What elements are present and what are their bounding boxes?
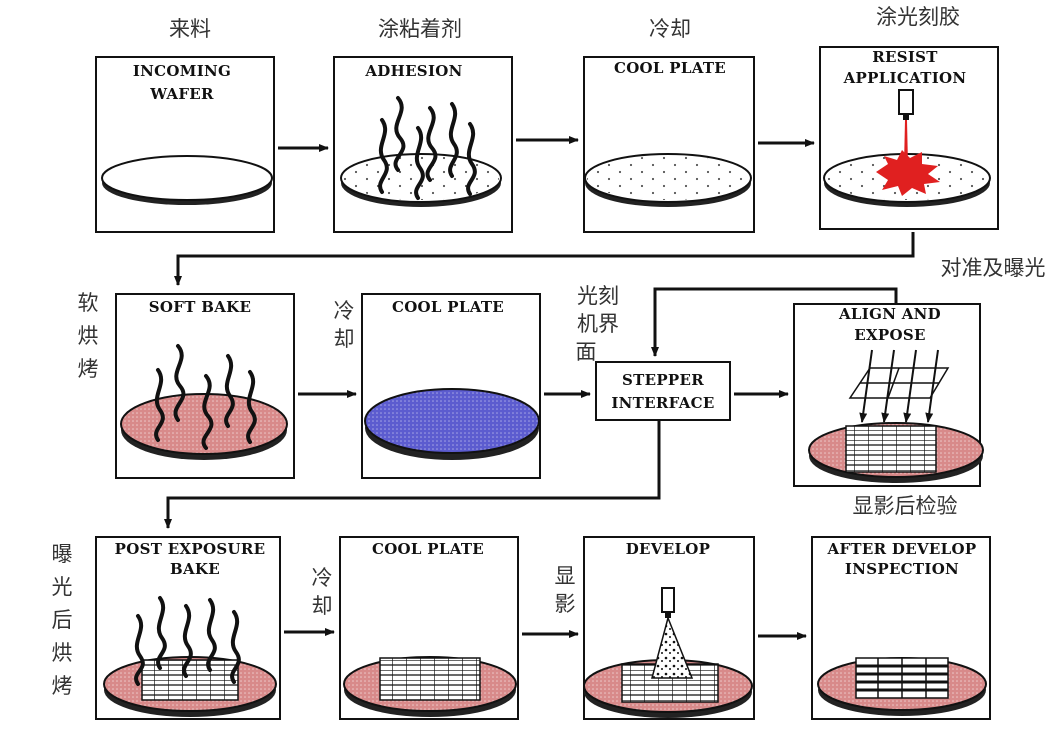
label-develop-cn-2: 影 [555, 592, 576, 616]
vapor-icon [134, 596, 241, 686]
step-adhesion: ADHESION [333, 56, 513, 233]
exposed-pattern [141, 659, 239, 701]
label-resist-cn: 涂光刻胶 [876, 5, 960, 29]
cool2-title: COOL PLATE [392, 298, 504, 316]
label-stepper-cn-3: 面 [576, 340, 597, 364]
inspect-title-line1: AFTER DEVELOP [827, 540, 977, 558]
step-resist-application: RESIST APPLICATION [819, 46, 999, 230]
exposed-pattern [379, 657, 481, 701]
label-softbake-cn-3: 烤 [78, 357, 99, 381]
peb-title-line2: BAKE [170, 560, 220, 578]
incoming-title-line2: WAFER [149, 85, 214, 103]
step-after-develop-inspection: AFTER DEVELOP INSPECTION [811, 536, 991, 720]
label-peb-cn-5: 烤 [52, 674, 73, 698]
connector-row1-row2 [174, 232, 915, 286]
inspect-title-line2: INSPECTION [845, 560, 959, 578]
cool3-title: COOL PLATE [372, 540, 484, 558]
cool1-title: COOL PLATE [614, 59, 726, 77]
step-cool-plate-1: COOL PLATE [583, 56, 755, 233]
label-inspect-cn: 显影后检验 [853, 494, 958, 518]
label-align-cn: 对准及曝光 [941, 256, 1046, 280]
resist-title-line1: RESIST [872, 48, 938, 66]
vapor-icon [378, 96, 477, 200]
step-align-expose: ALIGN AND EXPOSE [793, 303, 984, 487]
adhesion-title: ADHESION [364, 62, 462, 80]
align-title-line2: EXPOSE [854, 326, 925, 344]
inspected-pattern [855, 657, 949, 699]
dispense-nozzle-icon [898, 89, 914, 165]
label-cool-row2-1: 冷 [334, 299, 355, 323]
label-peb-cn-1: 曝 [52, 542, 73, 566]
connector-align-stepper [651, 287, 898, 357]
align-title-line1: ALIGN AND [838, 305, 941, 323]
label-peb-cn-2: 光 [52, 575, 73, 599]
connector-row2-row3 [164, 420, 661, 529]
label-develop-cn-1: 显 [555, 564, 576, 588]
exposed-pattern [845, 425, 937, 473]
label-cool-row2-2: 却 [334, 327, 355, 351]
exposure-arrows-icon [859, 349, 939, 423]
label-incoming-cn: 来料 [169, 17, 211, 41]
vapor-icon [154, 344, 257, 450]
row3-arrows [284, 628, 807, 640]
step-cool-plate-2: COOL PLATE [361, 293, 541, 479]
label-peb-cn-4: 烘 [52, 641, 73, 665]
label-adhesion-cn: 涂粘着剂 [378, 17, 462, 41]
row1-arrows [278, 136, 815, 152]
label-cool-row3-2: 却 [312, 594, 333, 618]
peb-title-line1: POST EXPOSURE [115, 540, 266, 558]
label-cool-row3-1: 冷 [312, 566, 333, 590]
label-stepper-cn-2: 机界 [577, 312, 619, 336]
develop-title: DEVELOP [626, 540, 711, 558]
resist-title-line2: APPLICATION [843, 69, 967, 87]
step-develop: DEVELOP [583, 536, 755, 720]
label-softbake-cn-1: 软 [78, 291, 99, 315]
step-stepper-interface: STEPPER INTERFACE [595, 361, 731, 421]
label-cool-cn: 冷却 [649, 17, 691, 41]
stepper-title-line1: STEPPER [622, 371, 704, 389]
resist-puddle [876, 150, 940, 196]
step-soft-bake: SOFT BAKE [115, 293, 295, 479]
step-cool-plate-3: COOL PLATE [339, 536, 519, 720]
stepper-title-line2: INTERFACE [611, 394, 714, 412]
label-stepper-cn-1: 光刻 [577, 284, 619, 308]
step-incoming-wafer: INCOMING WAFER [95, 56, 275, 233]
reticle-icon [848, 367, 950, 399]
softbake-title: SOFT BAKE [149, 298, 251, 316]
incoming-title-line1: INCOMING [133, 62, 231, 80]
developer-nozzle-icon [651, 587, 694, 679]
step-post-exposure-bake: POST EXPOSURE BAKE [95, 536, 281, 720]
label-peb-cn-3: 后 [52, 608, 73, 632]
label-softbake-cn-2: 烘 [78, 324, 99, 348]
